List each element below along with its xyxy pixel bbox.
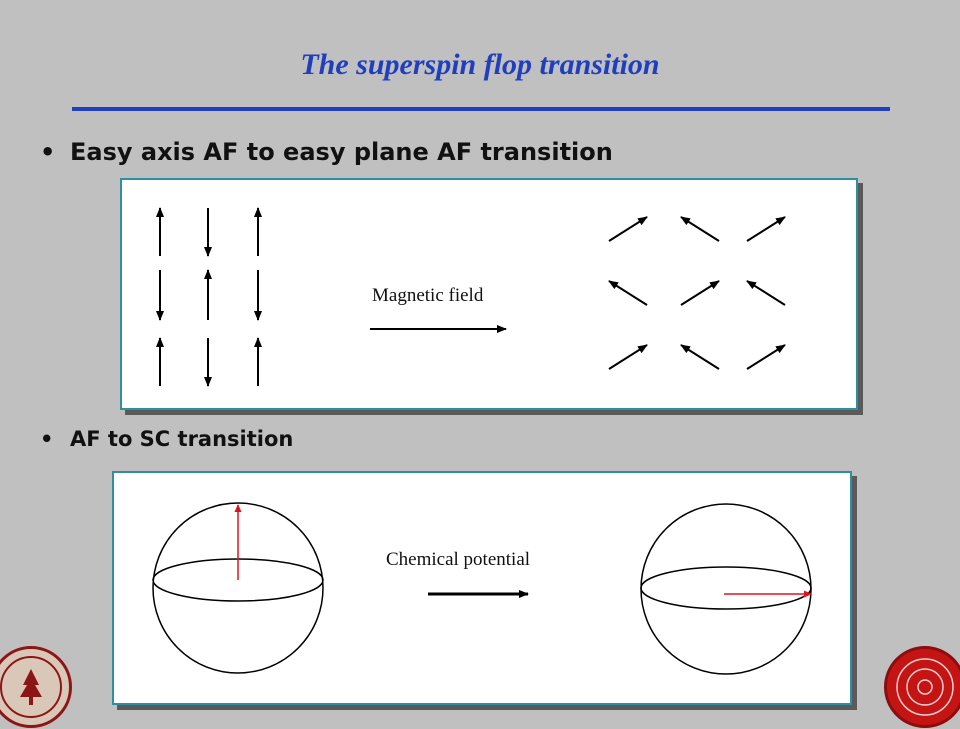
spin-ne-arrow (746, 344, 786, 370)
magnetic-field-label: Magnetic field (372, 285, 484, 306)
slide-title: The superspin flop transition (300, 48, 660, 81)
bullet-af-sc: • AF to SC transition (40, 427, 293, 451)
superspin-sphere-diagram: Chemical potential (152, 502, 812, 675)
chemical-potential-label: Chemical potential (386, 549, 530, 570)
spin-ne-arrow (608, 344, 648, 370)
spin-flop-panel: Magnetic field (120, 178, 858, 410)
spin-nw-arrow (746, 280, 786, 306)
bullet-easy-axis: • Easy axis AF to easy plane AF transitio… (40, 138, 613, 166)
spin-nw-arrow (680, 344, 720, 370)
spin-ne-arrow (746, 216, 786, 242)
bullet-glyph: • (40, 138, 56, 166)
af-sc-panel: Chemical potential (112, 471, 852, 705)
spin-ne-arrow (680, 280, 720, 306)
bullet-glyph: • (40, 427, 54, 451)
bullet-text: AF to SC transition (70, 427, 294, 451)
sphere-left (152, 502, 324, 674)
red-seal-icon (884, 646, 960, 728)
easy-axis-spins (156, 207, 262, 387)
spin-nw-arrow (680, 216, 720, 242)
stanford-seal-icon (0, 646, 72, 728)
title-underline (72, 107, 890, 111)
bullet-text: Easy axis AF to easy plane AF transition (70, 138, 613, 166)
spin-nw-arrow (608, 280, 648, 306)
sphere-right (640, 503, 812, 675)
easy-plane-spins (608, 216, 786, 370)
spin-flop-diagram: Magnetic field (156, 207, 786, 387)
spin-ne-arrow (608, 216, 648, 242)
